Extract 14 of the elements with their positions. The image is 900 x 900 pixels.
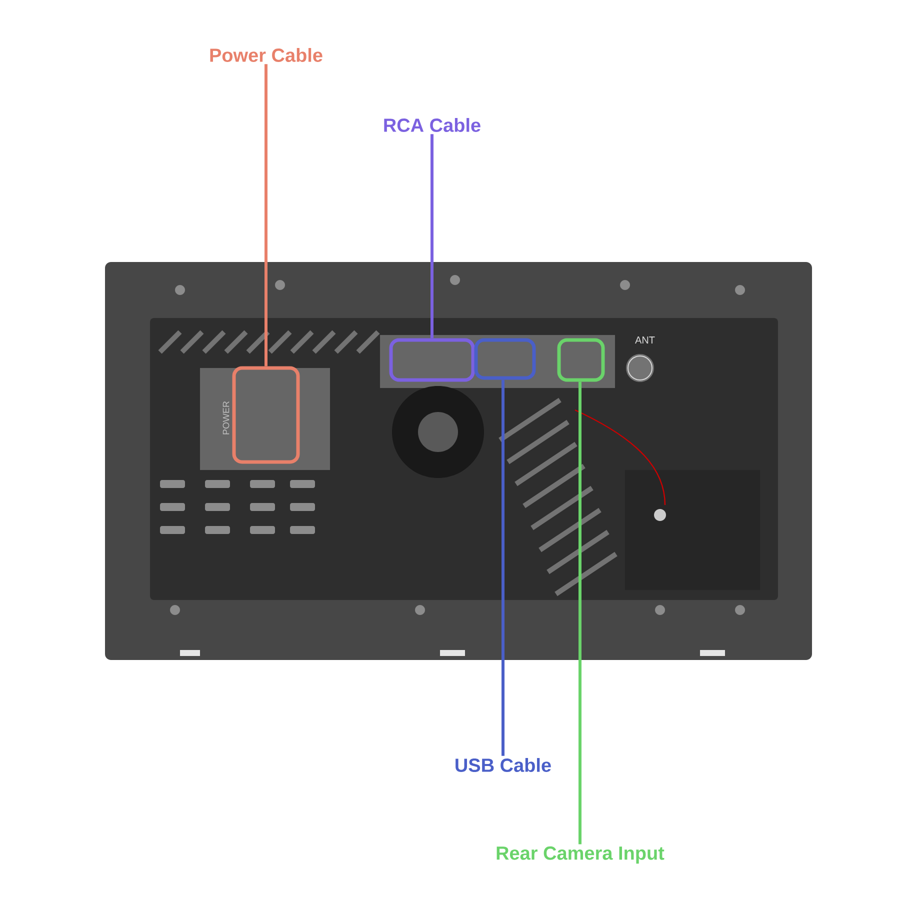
callout-text: Rear Camera Input [496,846,664,864]
leader-line [502,380,504,756]
leader-line [264,64,268,366]
callout-text: Power Cable [210,48,322,62]
panel-label: POWER [222,401,230,434]
highlight-box [557,338,605,382]
highlight-box [389,338,475,382]
panel-label: ANT [635,336,655,344]
callout-text: USB Cable [456,758,551,772]
highlight-box [474,338,536,380]
highlight-box [232,366,300,464]
callout-text: RCA Cable [384,118,480,132]
leader-line [578,382,582,844]
leader-line [430,134,434,338]
